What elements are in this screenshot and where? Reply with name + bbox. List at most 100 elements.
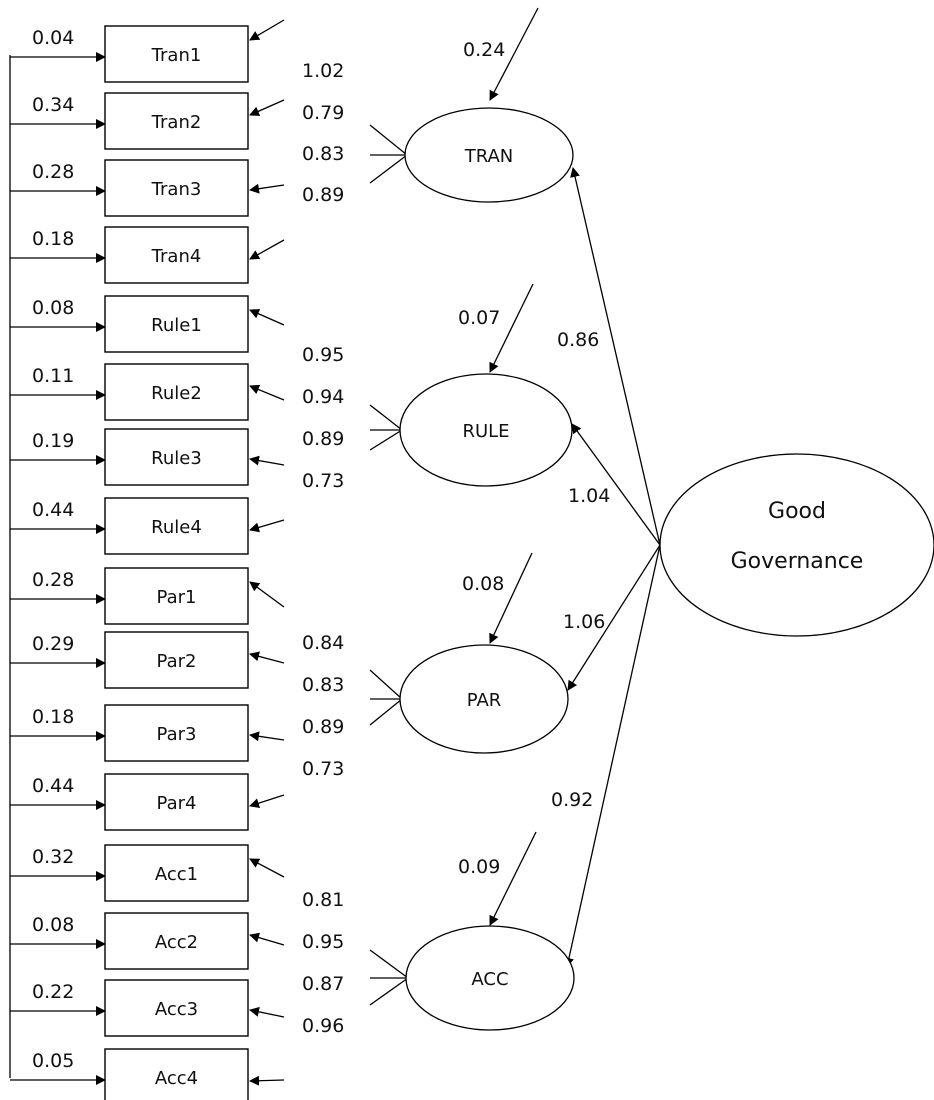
residual-arrow xyxy=(249,794,285,808)
latent-factor-ellipse xyxy=(405,925,575,1031)
residual-arrow xyxy=(249,519,285,533)
factor-loading-label: 0.95 xyxy=(302,931,344,953)
disturbance-arrow xyxy=(489,283,534,373)
error-variance-label: 0.11 xyxy=(32,365,74,387)
factor-loading-label: 0.73 xyxy=(302,758,344,780)
loading-path-line xyxy=(369,949,409,979)
residual-arrow xyxy=(249,19,285,41)
indicator-label: Rule3 xyxy=(151,448,202,469)
indicator-label: Acc1 xyxy=(155,864,198,885)
factor-loading-label: 0.94 xyxy=(302,386,344,408)
residual-arrow xyxy=(249,1006,285,1018)
error-variance-label: 0.44 xyxy=(32,499,74,521)
disturbance-label: 0.24 xyxy=(463,39,505,61)
indicator-box xyxy=(104,159,249,217)
second-order-path xyxy=(571,423,661,546)
indicator-box xyxy=(104,773,249,831)
indicator-label: Par1 xyxy=(157,587,197,608)
residual-arrow xyxy=(249,183,285,194)
second-order-loading-label: 1.06 xyxy=(563,611,605,633)
second-order-loading-label: 0.92 xyxy=(551,789,593,811)
indicator-label: Acc3 xyxy=(155,999,198,1020)
second-order-path xyxy=(567,544,661,691)
latent-factor-ellipse xyxy=(404,107,574,203)
second-order-loading-label: 0.86 xyxy=(557,329,599,351)
indicator-box xyxy=(104,92,249,150)
factor-loading-label: 0.81 xyxy=(302,889,344,911)
error-variance-label: 0.04 xyxy=(32,27,74,49)
residual-arrow xyxy=(249,651,285,664)
latent-factor-label: TRAN xyxy=(464,146,514,167)
factor-loading-label: 0.89 xyxy=(302,716,344,738)
residual-arrow xyxy=(249,581,285,608)
loading-path-line xyxy=(369,669,403,700)
factor-loading-label: 0.79 xyxy=(302,102,344,124)
error-variance-label: 0.34 xyxy=(32,94,74,116)
latent-factor-label: ACC xyxy=(471,969,508,990)
indicator-box xyxy=(104,497,249,555)
disturbance-arrow xyxy=(489,7,539,101)
factor-loading-label: 0.73 xyxy=(302,470,344,492)
loading-path-line xyxy=(369,429,403,451)
residual-arrow xyxy=(249,455,285,466)
latent-factor-ellipse xyxy=(399,644,569,754)
latent-factor-ellipse xyxy=(399,373,573,487)
factor-loading-label: 0.87 xyxy=(302,973,344,995)
error-variance-label: 0.18 xyxy=(32,228,74,250)
indicator-box xyxy=(104,363,249,421)
factor-loading-label: 0.95 xyxy=(302,344,344,366)
error-variance-label: 0.19 xyxy=(32,430,74,452)
connector-layer xyxy=(9,7,661,1086)
latent-factor-label: RULE xyxy=(462,421,509,442)
indicator-label: Tran4 xyxy=(151,246,202,267)
indicator-label: Par4 xyxy=(157,793,197,814)
residual-arrow xyxy=(249,99,285,116)
indicator-box xyxy=(104,631,249,689)
indicator-box xyxy=(104,979,249,1037)
indicator-box xyxy=(104,226,249,284)
residual-arrow xyxy=(249,309,285,326)
second-order-label-line1: Good xyxy=(768,499,826,524)
indicator-box xyxy=(104,428,249,486)
second-order-loading-label: 1.04 xyxy=(568,485,610,507)
indicator-label: Rule1 xyxy=(151,315,202,336)
indicator-label: Tran3 xyxy=(151,179,202,200)
second-order-label-line2: Governance xyxy=(731,549,864,574)
indicator-box xyxy=(104,912,249,970)
factor-loading-label: 1.02 xyxy=(302,60,344,82)
factor-loading-label: 0.83 xyxy=(302,143,344,165)
node-layer xyxy=(104,25,934,1100)
second-order-path xyxy=(570,167,661,546)
indicator-box xyxy=(104,704,249,762)
error-variance-label: 0.44 xyxy=(32,775,74,797)
disturbance-label: 0.08 xyxy=(462,573,504,595)
indicator-label: Acc2 xyxy=(155,932,198,953)
error-variance-label: 0.05 xyxy=(32,1050,74,1072)
indicator-label: Par2 xyxy=(157,651,197,672)
error-variance-label: 0.28 xyxy=(32,161,74,183)
residual-arrow xyxy=(249,932,285,946)
disturbance-arrow xyxy=(489,552,533,644)
disturbance-label: 0.07 xyxy=(458,307,500,329)
second-order-factor-ellipse xyxy=(659,453,934,637)
indicator-label: Tran2 xyxy=(151,112,202,133)
residual-arrow xyxy=(249,384,285,401)
error-variance-label: 0.18 xyxy=(32,706,74,728)
factor-loading-label: 0.89 xyxy=(302,184,344,206)
indicator-label: Par3 xyxy=(157,724,197,745)
second-order-path xyxy=(564,544,661,968)
error-variance-label: 0.28 xyxy=(32,569,74,591)
latent-factor-label: PAR xyxy=(467,690,502,711)
indicator-box xyxy=(104,844,249,902)
error-variance-label: 0.29 xyxy=(32,633,74,655)
factor-loading-label: 0.84 xyxy=(302,632,344,654)
loading-path-line xyxy=(369,124,408,156)
error-variance-label: 0.32 xyxy=(32,846,74,868)
disturbance-label: 0.09 xyxy=(458,856,500,878)
disturbance-arrow xyxy=(489,831,537,926)
loading-path-line xyxy=(369,698,403,726)
residual-arrow xyxy=(249,1075,285,1086)
